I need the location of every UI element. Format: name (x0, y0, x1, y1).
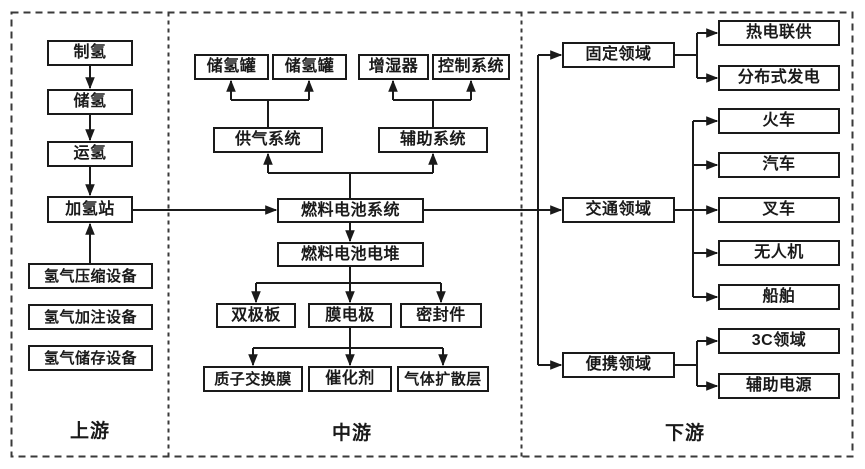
subsystem-branch-line (268, 172, 433, 198)
node-compression-equipment: 氢气压缩设备 (28, 263, 153, 289)
node-control-system: 控制系统 (432, 54, 510, 80)
auxiliary-branch-line (393, 99, 471, 127)
tank-branch-line (231, 99, 309, 127)
node-fuel-cell-stack: 燃料电池电堆 (277, 242, 424, 267)
portable-branch-line (675, 341, 698, 386)
system-to-subsystem-connectors (263, 152, 438, 198)
stack-connectors (251, 223, 446, 304)
node-storage-tank-1: 储氢罐 (194, 54, 269, 80)
node-storage-equipment: 氢气储存设备 (28, 345, 153, 371)
portable-branch-connectors (675, 336, 719, 391)
node-automobile: 汽车 (718, 152, 840, 178)
node-storage-tank-2: 储氢罐 (272, 54, 347, 80)
midstream-region-label: 中游 (331, 423, 372, 444)
upstream-region-label: 上游 (69, 421, 110, 442)
node-humidifier: 增湿器 (358, 54, 429, 80)
node-portable-field: 便携领域 (562, 352, 675, 378)
node-auxiliary-system: 辅助系统 (378, 127, 488, 153)
mea-branch-line (253, 328, 443, 349)
node-gas-supply-system: 供气系统 (213, 127, 323, 153)
gas-supply-connectors (226, 79, 314, 127)
node-filling-equipment: 氢气加注设备 (28, 304, 153, 330)
node-drone: 无人机 (718, 240, 840, 266)
auxiliary-connectors (388, 79, 476, 127)
node-proton-exchange-membrane: 质子交换膜 (203, 366, 303, 392)
stationary-branch-connectors (675, 28, 719, 83)
node-refueling-station: 加氢站 (47, 196, 133, 223)
downstream-trunk-connectors (537, 50, 563, 370)
mea-connectors (248, 328, 448, 367)
node-3c-field: 3C领域 (718, 328, 840, 354)
node-ship: 船舶 (718, 284, 840, 310)
node-distributed-generation: 分布式发电 (718, 65, 840, 91)
node-stationary-field: 固定领域 (562, 42, 675, 68)
transport-branch-connectors (675, 116, 719, 302)
node-hydrogen-transport: 运氢 (47, 141, 133, 167)
node-transport-field: 交通领域 (562, 197, 675, 223)
node-auxiliary-power: 辅助电源 (718, 373, 840, 399)
node-catalyst: 催化剂 (308, 366, 392, 392)
node-bipolar-plate: 双极板 (216, 303, 296, 328)
stack-branch-line (256, 267, 441, 284)
node-fuel-cell-system: 燃料电池系统 (277, 198, 424, 223)
stationary-branch-line (675, 33, 698, 78)
outer-dashed-border (10, 11, 854, 458)
dashed-frame (10, 11, 854, 458)
node-seals: 密封件 (400, 303, 482, 328)
node-chp: 热电联供 (718, 20, 840, 46)
node-train: 火车 (718, 108, 840, 134)
node-membrane-electrode: 膜电极 (308, 303, 392, 328)
node-gas-diffusion-layer: 气体扩散层 (397, 366, 489, 392)
node-hydrogen-storage: 储氢 (47, 89, 133, 115)
node-hydrogen-production: 制氢 (47, 40, 133, 66)
downstream-region-label: 下游 (664, 423, 705, 444)
node-forklift: 叉车 (718, 197, 840, 223)
